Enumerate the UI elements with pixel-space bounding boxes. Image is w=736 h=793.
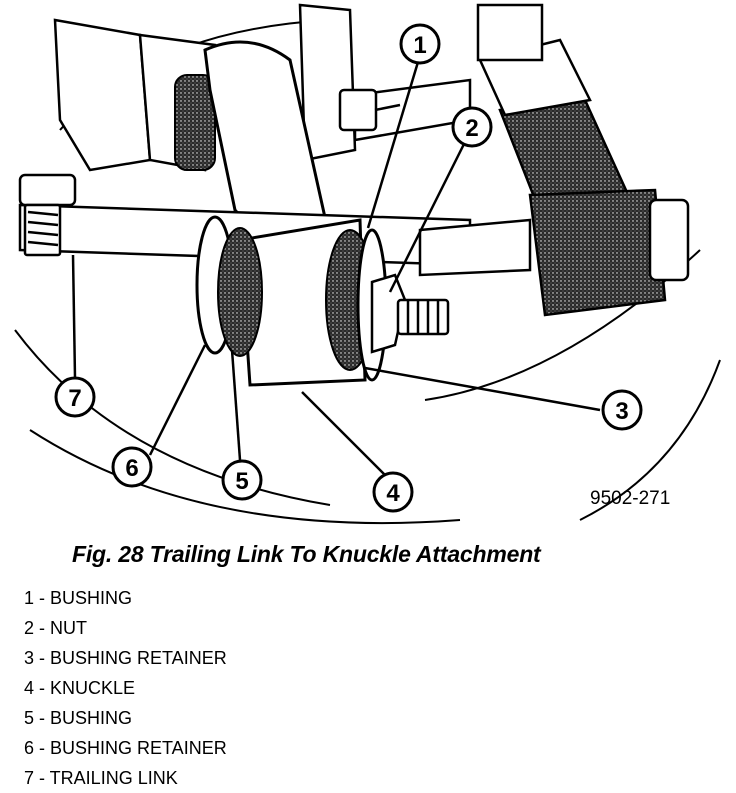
suspension-diagram: 1 2 3 4 5 6 7 9502-271	[14, 3, 721, 525]
callout-1: 1	[399, 23, 441, 65]
hub-bracket	[53, 3, 472, 172]
callout-3: 3	[601, 389, 643, 431]
legend-item: 6 - BUSHING RETAINER	[24, 738, 227, 758]
legend-item: 4 - KNUCKLE	[24, 678, 136, 698]
bushing-left	[217, 227, 263, 357]
callout-4: 4	[372, 471, 414, 513]
svg-text:1: 1	[413, 32, 426, 59]
leader-lines	[71, 61, 601, 476]
legend-item: 1 - BUSHING	[24, 588, 133, 608]
upper-bushing	[174, 74, 216, 171]
callout-5: 5	[221, 459, 263, 501]
legend-item: 5 - BUSHING	[24, 708, 133, 728]
shock-absorber	[418, 3, 690, 317]
svg-text:7: 7	[68, 385, 81, 412]
legend-item: 7 - TRAILING LINK	[24, 768, 178, 788]
parts-legend: 1 - BUSHING 2 - NUT 3 - BUSHING RETAINER…	[24, 583, 227, 793]
svg-text:3: 3	[615, 398, 628, 425]
nut	[370, 273, 450, 354]
svg-text:6: 6	[125, 455, 138, 482]
svg-text:4: 4	[386, 480, 400, 507]
callout-6: 6	[111, 446, 153, 488]
svg-text:5: 5	[235, 468, 248, 495]
legend-item: 2 - NUT	[24, 618, 87, 638]
svg-text:2: 2	[465, 115, 478, 142]
callout-2: 2	[451, 106, 493, 148]
callout-7: 7	[54, 376, 96, 418]
figure-caption: Fig. 28 Trailing Link To Knuckle Attachm…	[72, 541, 541, 567]
figure-reference-code: 9502-271	[590, 488, 670, 509]
legend-item: 3 - BUSHING RETAINER	[24, 648, 227, 668]
